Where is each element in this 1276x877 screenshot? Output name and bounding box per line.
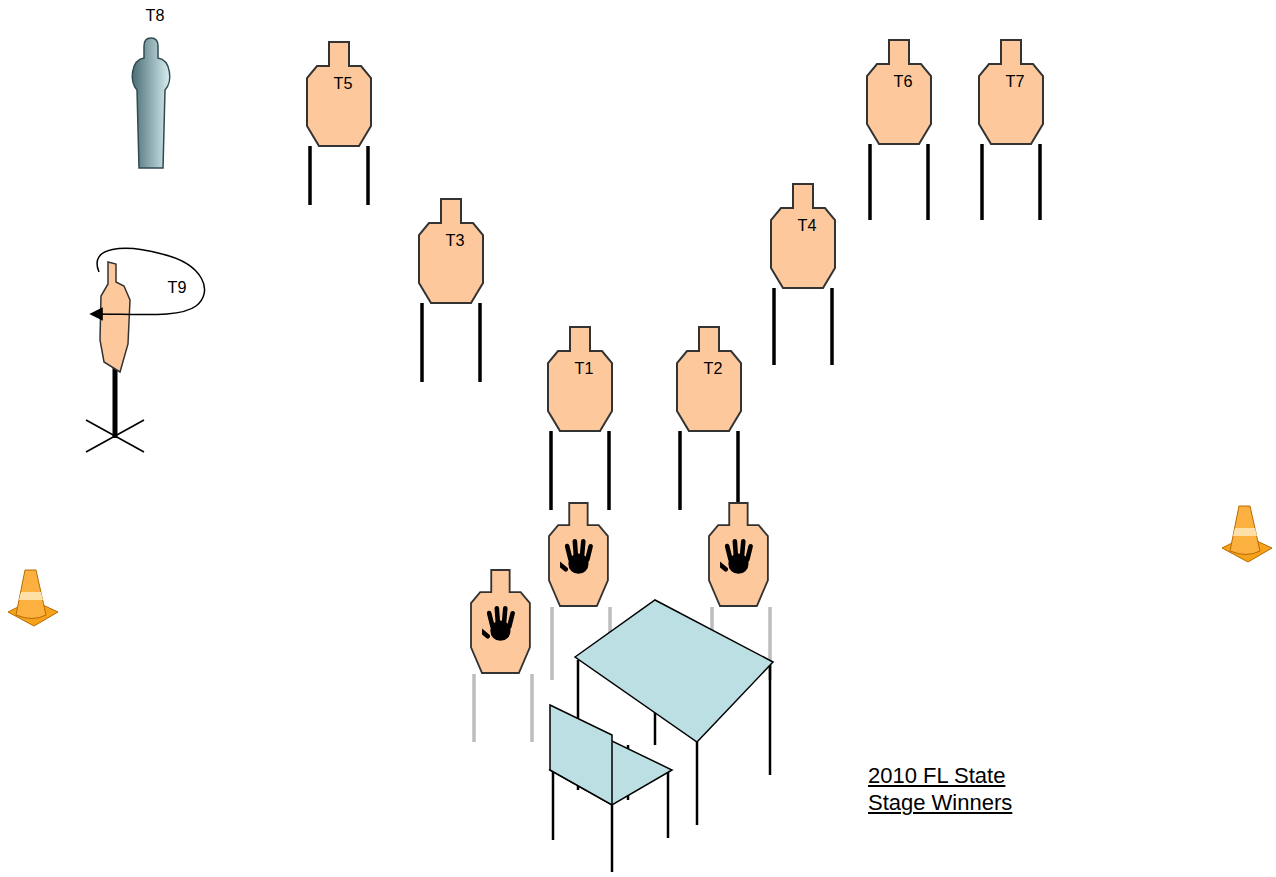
target-number: T8 bbox=[125, 4, 185, 26]
target-silhouette bbox=[771, 184, 835, 288]
target-silhouette bbox=[419, 199, 483, 303]
target-number: T7 bbox=[979, 70, 1051, 92]
pin-silhouette bbox=[125, 0, 177, 170]
shoot-target: T3 bbox=[419, 199, 491, 303]
shoot-target: T1 bbox=[548, 327, 620, 431]
cone-left bbox=[8, 570, 58, 626]
cone-right bbox=[1222, 506, 1272, 562]
turning-target-label: T9 bbox=[150, 274, 204, 300]
chair bbox=[550, 705, 672, 872]
target-silhouette bbox=[307, 42, 371, 146]
shoot-target: T7 bbox=[979, 40, 1051, 144]
target-number: T5 bbox=[307, 72, 379, 94]
shoot-target: T4 bbox=[771, 184, 843, 288]
target-number: T6 bbox=[867, 70, 939, 92]
target-number: T2 bbox=[677, 357, 749, 379]
shoot-target: T5 bbox=[307, 42, 379, 146]
shoot-target: T2 bbox=[677, 327, 749, 431]
target-number: T4 bbox=[771, 214, 843, 236]
target-silhouette bbox=[867, 40, 931, 144]
target-silhouette bbox=[677, 327, 741, 431]
shoot-target: T6 bbox=[867, 40, 939, 144]
stage-caption: 2010 FL State Stage Winners bbox=[868, 762, 1040, 816]
target-number: T1 bbox=[548, 357, 620, 379]
target-silhouette bbox=[979, 40, 1043, 144]
target-number: T9 bbox=[150, 276, 204, 298]
target-number: T3 bbox=[419, 229, 491, 251]
turning-target bbox=[86, 248, 205, 452]
target-silhouette bbox=[548, 327, 612, 431]
hostage-pin-target: T8 bbox=[125, 0, 185, 170]
target-legs bbox=[310, 144, 1040, 510]
